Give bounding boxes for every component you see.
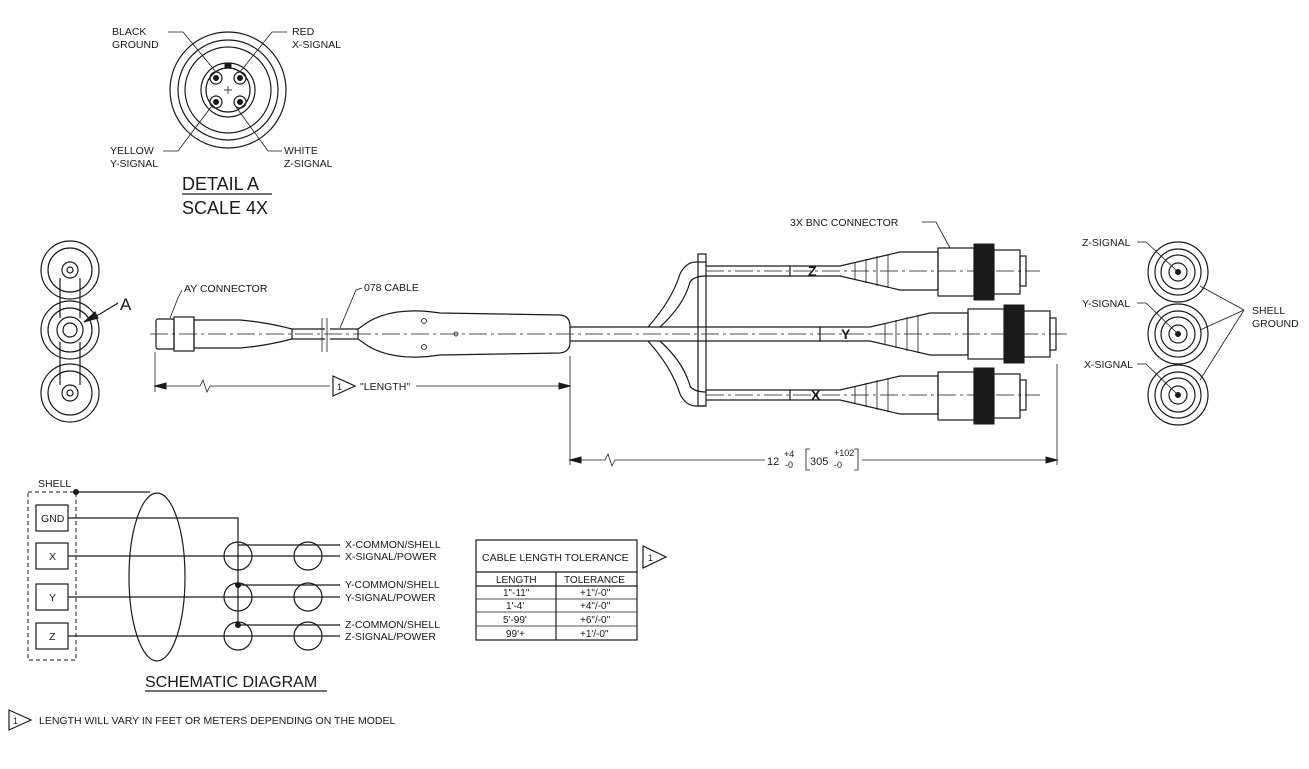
table-cell-tolerance: +1'/-0" — [580, 629, 609, 640]
output-y-signal: Y-SIGNAL/POWER — [345, 592, 436, 604]
detail-a-scale: SCALE 4X — [182, 198, 268, 218]
ay-connector-label: AY CONNECTOR — [184, 283, 268, 295]
table-cell-length: 5'-99' — [503, 615, 527, 626]
branch-letter-z: Z — [808, 263, 817, 279]
schematic-shell-label: SHELL — [38, 478, 71, 490]
dim-tol-minus: -0 — [785, 460, 793, 470]
table-cell-tolerance: +4"/-0" — [580, 601, 611, 612]
terminal-x: X — [49, 551, 56, 563]
length-dimension — [153, 352, 572, 465]
detail-a-title: DETAIL A — [182, 174, 259, 194]
branch-letter-x: X — [811, 387, 821, 403]
detail-a-pin-black-function: GROUND — [112, 39, 159, 51]
dim-metric: 305 — [810, 456, 828, 468]
schematic-wiring — [27, 489, 340, 662]
detail-a-pin-red-color: RED — [292, 26, 315, 38]
detail-a-pin-white-function: Z-SIGNAL — [284, 158, 333, 170]
detail-a-leaders — [163, 31, 287, 152]
detail-a-pin-red-function: X-SIGNAL — [292, 39, 341, 51]
detail-a-connector-face — [169, 31, 287, 149]
dim-metric-minus: -0 — [834, 460, 842, 470]
terminal-z: Z — [49, 631, 56, 643]
output-z-common: Z-COMMON/SHELL — [345, 619, 440, 631]
tolerance-table-title: CABLE LENGTH TOLERANCE — [482, 552, 629, 564]
detail-a-callout: A — [120, 295, 132, 314]
right-end-view — [1137, 241, 1245, 426]
detail-a-pin-black-color: BLACK — [112, 26, 146, 38]
footnote-flag: 1 — [13, 716, 18, 726]
cable-branches — [570, 253, 820, 407]
cable-label: 078 CABLE — [364, 282, 419, 294]
footnote-text: LENGTH WILL VARY IN FEET OR METERS DEPEN… — [39, 715, 395, 727]
table-cell-length: 1"-11" — [503, 588, 530, 599]
shell-ground-line1: SHELL — [1252, 305, 1285, 317]
terminal-y: Y — [49, 592, 56, 604]
table-cell-tolerance: +1"/-0" — [580, 588, 611, 599]
tolerance-table-grid — [475, 539, 668, 641]
length-note-flag: 1 — [337, 382, 342, 392]
branch-length-dimension — [568, 364, 1059, 471]
detail-a-pin-yellow-function: Y-SIGNAL — [110, 158, 158, 170]
ay-connector-body — [155, 316, 358, 352]
bnc-label: 3X BNC CONNECTOR — [790, 217, 899, 229]
table-header-tolerance: TOLERANCE — [564, 575, 625, 586]
left-end-view — [40, 240, 119, 423]
ay-connector-leader — [169, 289, 183, 319]
bnc-connector-y — [819, 304, 1057, 364]
dim-tol-plus: +4 — [784, 449, 794, 459]
bnc-connector-x — [789, 367, 1027, 425]
detail-a-pin-yellow-color: YELLOW — [110, 145, 154, 157]
breakout-molding — [357, 310, 571, 358]
shell-ground-line2: GROUND — [1252, 318, 1299, 330]
output-z-signal: Z-SIGNAL/POWER — [345, 631, 436, 643]
dim-metric-plus: +102 — [834, 448, 854, 458]
table-cell-length: 1'-4' — [506, 601, 524, 612]
footnote-flag-triangle — [8, 709, 33, 731]
output-x-signal: X-SIGNAL/POWER — [345, 551, 437, 563]
cable-label-leader — [339, 287, 363, 329]
terminal-gnd: GND — [41, 513, 65, 525]
output-x-common: X-COMMON/SHELL — [345, 539, 441, 551]
end-view-label-z: Z-SIGNAL — [1082, 237, 1131, 249]
schematic-title: SCHEMATIC DIAGRAM — [145, 674, 317, 691]
table-cell-tolerance: +6"/-0" — [580, 615, 611, 626]
length-label: "LENGTH" — [360, 381, 410, 393]
end-view-label-y: Y-SIGNAL — [1082, 298, 1130, 310]
tolerance-table-flag: 1 — [648, 553, 653, 563]
end-view-label-x: X-SIGNAL — [1084, 359, 1133, 371]
table-header-length: LENGTH — [496, 575, 537, 586]
detail-a-pin-white-color: WHITE — [284, 145, 318, 157]
output-y-common: Y-COMMON/SHELL — [345, 579, 440, 591]
bnc-label-leader — [922, 221, 951, 249]
bnc-connector-z — [789, 243, 1027, 301]
dim-main: 12 — [767, 456, 779, 468]
branch-letter-y: Y — [841, 326, 851, 342]
table-cell-length: 99'+ — [506, 629, 525, 640]
